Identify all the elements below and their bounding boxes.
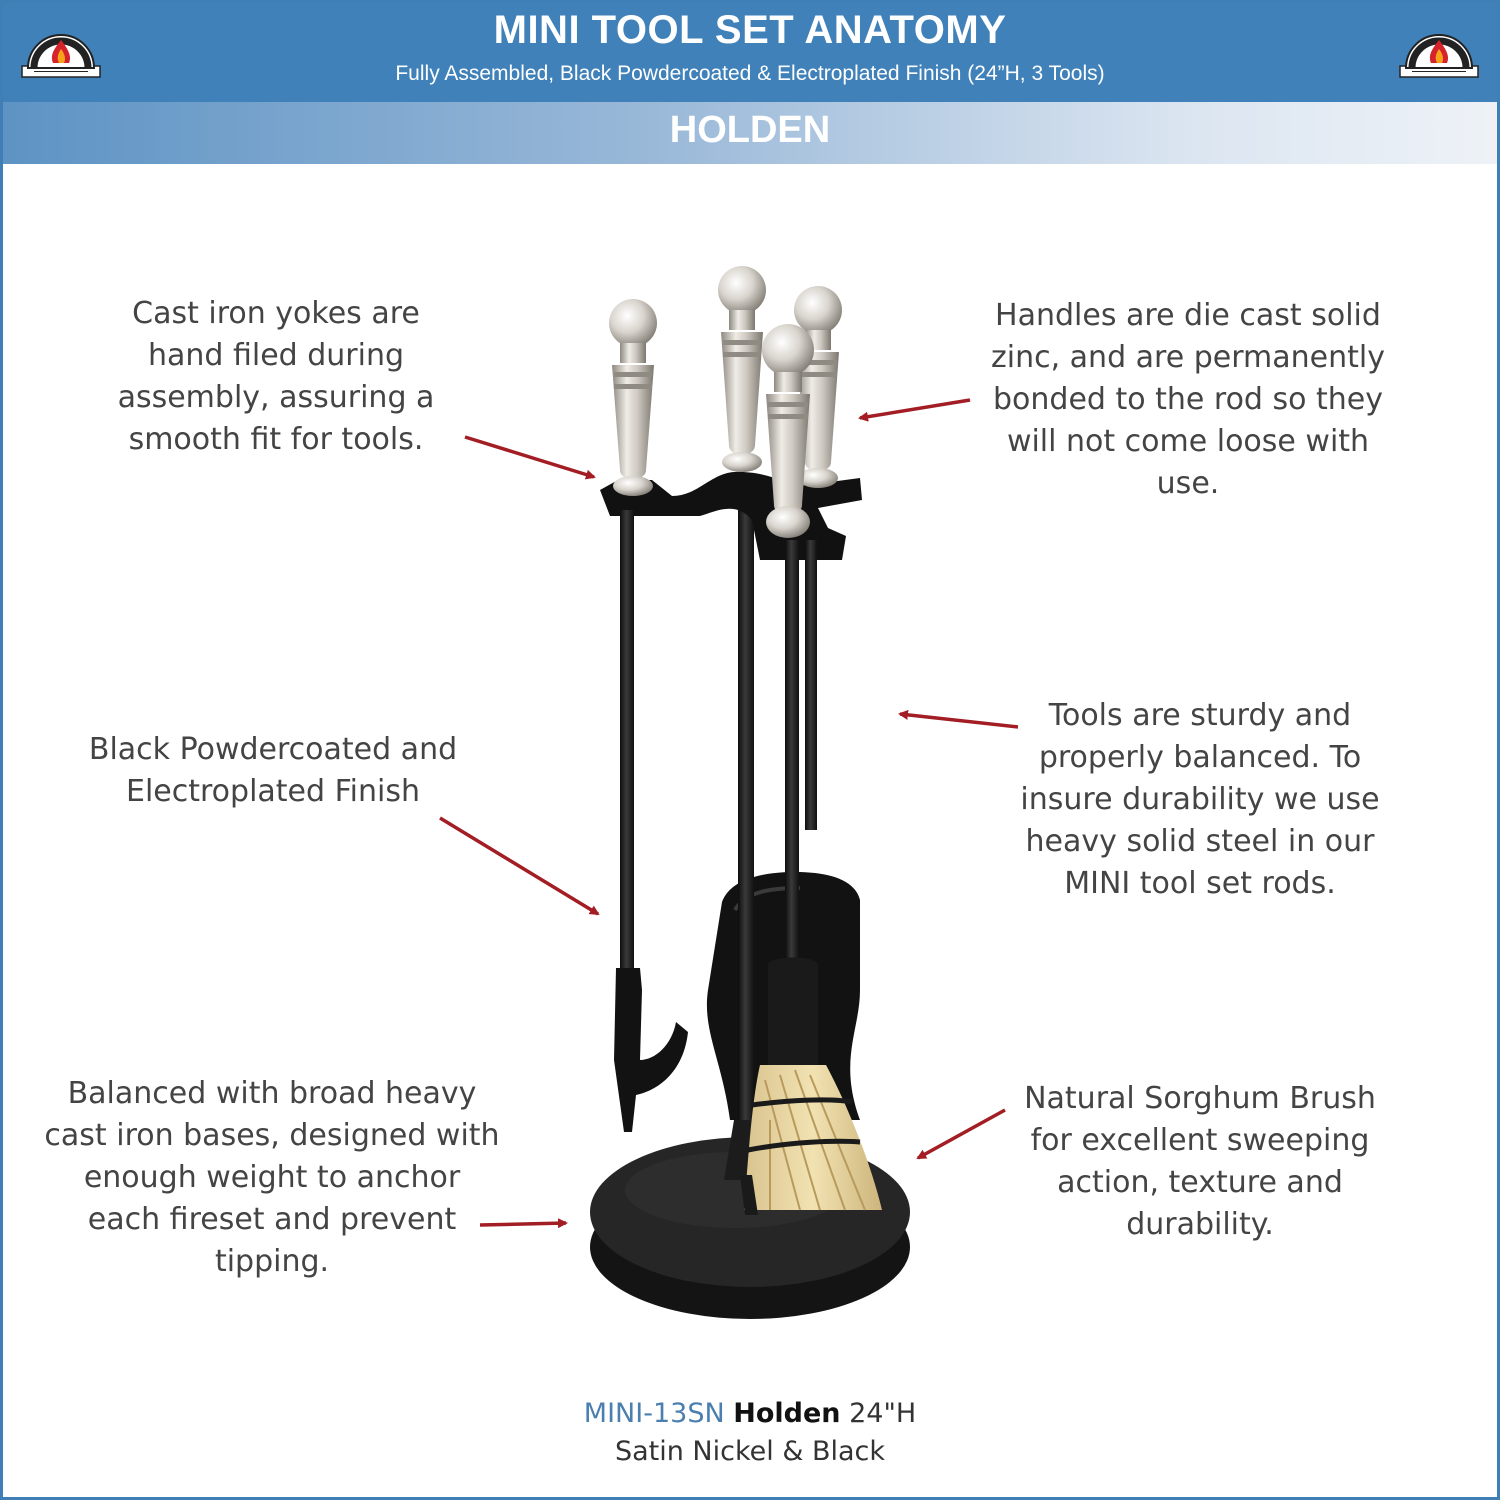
poker bbox=[614, 510, 688, 1132]
callout-brush: Natural Sorghum Brush for excellent swee… bbox=[1024, 1081, 1376, 1242]
handle-center bbox=[718, 266, 766, 472]
header-bar bbox=[0, 0, 1500, 102]
model-height: 24"H bbox=[849, 1398, 917, 1429]
page-subtitle: Fully Assembled, Black Powdercoated & El… bbox=[395, 62, 1105, 85]
model-caption: MINI-13SN Holden 24"H bbox=[450, 1398, 1050, 1429]
arrow-yokes bbox=[464, 435, 596, 480]
handle-front bbox=[762, 324, 814, 538]
product-band bbox=[0, 102, 1500, 164]
arrow-base bbox=[479, 1218, 568, 1229]
finish-caption: Satin Nickel & Black bbox=[614, 1436, 886, 1467]
handle-left bbox=[609, 299, 657, 496]
brush bbox=[740, 540, 882, 1215]
product-name: HOLDEN bbox=[669, 109, 831, 151]
brand-logo-icon bbox=[1399, 34, 1479, 78]
handle-right bbox=[794, 286, 842, 488]
page-title: MINI TOOL SET ANATOMY bbox=[493, 8, 1007, 52]
callout-base: Balanced with broad heavy cast iron base… bbox=[44, 1076, 500, 1279]
callout-finish: Black Powdercoated and Electroplated Fin… bbox=[88, 732, 458, 809]
model-name: Holden bbox=[733, 1398, 841, 1429]
tool-rod bbox=[805, 540, 817, 830]
arrow-tools bbox=[898, 709, 1019, 729]
arrow-brush bbox=[916, 1108, 1006, 1160]
callout-tools: Tools are sturdy and properly balanced. … bbox=[1020, 698, 1380, 901]
arrow-handles bbox=[858, 398, 971, 422]
arrow-finish bbox=[439, 816, 600, 916]
brand-logo-icon bbox=[21, 34, 101, 78]
callout-handles: Handles are die cast solid zinc, and are… bbox=[991, 298, 1385, 501]
callout-yokes: Cast iron yokes are hand filed during as… bbox=[117, 296, 435, 457]
model-number: MINI-13SN bbox=[583, 1398, 725, 1429]
